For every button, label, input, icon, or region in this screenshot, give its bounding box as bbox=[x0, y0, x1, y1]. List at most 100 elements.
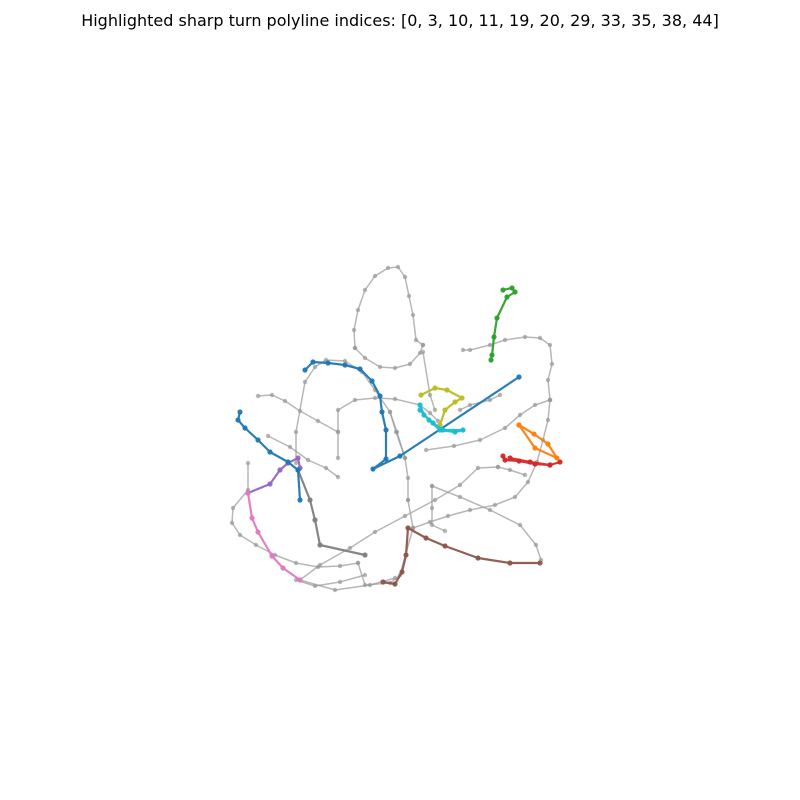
base-polyline-12-line bbox=[463, 336, 553, 401]
base-polyline-6-point-4 bbox=[392, 396, 398, 402]
base-polyline-12-point-1 bbox=[545, 377, 551, 383]
highlighted-polyline-0 bbox=[302, 359, 522, 472]
base-polyline-5-point-9 bbox=[410, 312, 416, 318]
base-polyline-14-point-6 bbox=[457, 482, 463, 488]
base-polyline-0-point-4 bbox=[237, 532, 243, 538]
base-polyline-5 bbox=[351, 264, 426, 351]
base-polyline-5-point-3 bbox=[362, 287, 368, 293]
base-polyline-14-point-8 bbox=[495, 464, 501, 470]
base-polyline-17-point-1 bbox=[467, 402, 473, 408]
base-polyline-16-point-1 bbox=[332, 587, 338, 593]
base-polyline-12-point-4 bbox=[537, 335, 543, 341]
highlighted-polyline-35-point-3 bbox=[459, 395, 465, 401]
base-polyline-10-point-3 bbox=[502, 425, 508, 431]
base-polyline-17-point-2 bbox=[487, 397, 493, 403]
highlighted-polyline-19-point-1 bbox=[267, 481, 273, 487]
highlighted-polyline-38-point-7 bbox=[426, 417, 432, 423]
base-polyline-8-point-3 bbox=[442, 528, 448, 534]
highlighted-polyline-29-point-4 bbox=[280, 565, 286, 571]
highlighted-polyline-44-point-1 bbox=[235, 417, 241, 423]
base-polyline-5-point-8 bbox=[406, 293, 412, 299]
base-polyline-1-point-0 bbox=[255, 393, 261, 399]
base-polyline-12 bbox=[460, 334, 555, 403]
highlighted-polyline-29-point-1 bbox=[249, 515, 255, 521]
highlighted-polyline-0-point-9 bbox=[342, 362, 348, 368]
highlighted-polyline-11 bbox=[500, 453, 563, 468]
base-polyline-4-point-2 bbox=[377, 364, 383, 370]
base-polyline-2 bbox=[265, 433, 341, 480]
highlighted-polyline-0-point-4 bbox=[383, 427, 389, 433]
base-polyline-9-line bbox=[431, 485, 542, 561]
highlighted-polyline-33 bbox=[295, 467, 368, 558]
base-polyline-1-point-6 bbox=[335, 455, 341, 461]
highlighted-polyline-11-point-6 bbox=[547, 462, 553, 468]
base-polyline-19-point-1 bbox=[393, 429, 399, 435]
highlighted-polyline-10-point-3 bbox=[504, 294, 510, 300]
base-polyline-19 bbox=[387, 409, 408, 461]
base-polylines bbox=[229, 264, 555, 593]
base-polyline-9 bbox=[429, 483, 544, 563]
base-polyline-15-point-1 bbox=[337, 579, 343, 585]
highlighted-polyline-33-point-3 bbox=[317, 542, 323, 548]
base-polyline-3-point-2 bbox=[302, 379, 308, 385]
highlighted-polyline-38-point-1 bbox=[421, 412, 427, 418]
base-polyline-15 bbox=[293, 572, 368, 589]
highlighted-polyline-44-point-2 bbox=[242, 425, 248, 431]
base-polyline-9-point-4 bbox=[533, 542, 539, 548]
base-polyline-4-point-1 bbox=[362, 355, 368, 361]
base-polyline-9-point-2 bbox=[487, 507, 493, 513]
base-polyline-11-point-11 bbox=[405, 497, 411, 503]
highlighted-polyline-3-point-2 bbox=[545, 441, 551, 447]
highlighted-polyline-29 bbox=[245, 490, 303, 583]
highlighted-polyline-0-point-1 bbox=[397, 453, 403, 459]
base-polyline-14-point-5 bbox=[432, 497, 438, 503]
highlighted-polyline-44-point-4 bbox=[267, 449, 273, 455]
base-polyline-0-point-3 bbox=[229, 520, 235, 526]
highlighted-polyline-35-point-0 bbox=[418, 392, 424, 398]
base-polyline-5-point-2 bbox=[355, 307, 361, 313]
base-polyline-6-point-0 bbox=[335, 429, 341, 435]
base-polyline-5-line bbox=[353, 266, 424, 349]
base-polyline-11-point-1 bbox=[545, 417, 551, 423]
highlighted-polyline-20-point-2 bbox=[399, 569, 405, 575]
highlighted-polyline-0-point-11 bbox=[310, 359, 316, 365]
highlighted-polyline-44-point-0 bbox=[237, 409, 243, 415]
highlighted-polyline-38-point-0 bbox=[417, 402, 423, 408]
base-polyline-4 bbox=[352, 342, 426, 371]
highlighted-polyline-20 bbox=[380, 525, 543, 587]
base-polyline-0-point-5 bbox=[253, 542, 259, 548]
base-polyline-7-line bbox=[422, 351, 436, 411]
highlighted-polyline-35 bbox=[418, 385, 465, 428]
highlighted-polyline-29-line bbox=[246, 492, 301, 581]
highlighted-polyline-20-point-8 bbox=[507, 560, 513, 566]
base-polyline-12-point-3 bbox=[547, 342, 553, 348]
base-polyline-15-point-0 bbox=[362, 572, 368, 578]
highlighted-polyline-11-point-2 bbox=[516, 458, 522, 464]
highlighted-polyline-3 bbox=[516, 422, 560, 461]
base-polyline-3-point-1 bbox=[293, 429, 299, 435]
base-polyline-4-point-4 bbox=[407, 361, 413, 367]
base-polyline-14-line bbox=[299, 466, 499, 581]
highlighted-polyline-0-point-8 bbox=[357, 366, 363, 372]
highlighted-polyline-10-point-0 bbox=[500, 287, 506, 293]
base-polyline-1-point-4 bbox=[315, 418, 321, 424]
base-polyline-8-line bbox=[431, 486, 446, 532]
highlighted-polyline-44-point-3 bbox=[255, 437, 261, 443]
highlighted-polyline-11-point-3 bbox=[532, 461, 538, 467]
highlighted-polyline-44 bbox=[235, 409, 303, 503]
highlighted-polyline-11-point-5 bbox=[557, 459, 563, 465]
base-polyline-11-line bbox=[407, 399, 551, 529]
base-polyline-11-point-9 bbox=[427, 519, 433, 525]
base-polyline-10-point-5 bbox=[532, 402, 538, 408]
highlighted-polyline-11-point-1 bbox=[502, 457, 508, 463]
highlighted-polyline-10-point-2 bbox=[512, 289, 518, 295]
base-polyline-12-point-5 bbox=[522, 334, 528, 340]
highlighted-polyline-33-point-2 bbox=[312, 517, 318, 523]
base-polyline-10-point-1 bbox=[451, 443, 457, 449]
highlighted-polyline-0-point-6 bbox=[377, 393, 383, 399]
base-polyline-11-point-8 bbox=[445, 513, 451, 519]
base-polyline-2-point-0 bbox=[265, 433, 271, 439]
base-polyline-11-point-7 bbox=[467, 507, 473, 513]
base-polyline-1-point-2 bbox=[282, 398, 288, 404]
